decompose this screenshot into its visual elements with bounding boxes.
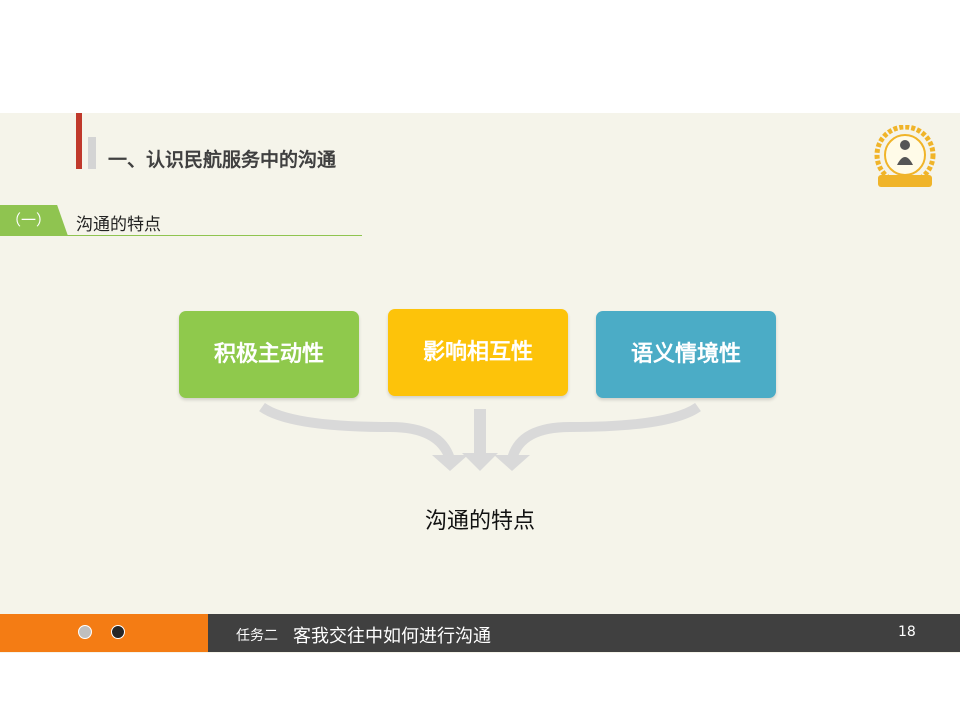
feature-box-proactive: 积极主动性 [179, 311, 359, 398]
slide: 一、认识民航服务中的沟通 （一） 沟通的特点 积极主动性 影响相互性 语义情境性… [0, 113, 960, 653]
title-accent-bar [76, 113, 82, 169]
left-arrow-head [432, 455, 468, 471]
feature-box-mutual-influence: 影响相互性 [388, 309, 568, 396]
section-underline [0, 235, 362, 236]
feature-box-semantic-context: 语义情境性 [596, 311, 776, 398]
slide-title: 一、认识民航服务中的沟通 [108, 149, 337, 171]
section-number-tab: （一） [0, 205, 68, 236]
footer-bar: 任务二 客我交往中如何进行沟通 18 [0, 614, 960, 652]
section-label: 沟通的特点 [76, 215, 161, 235]
center-arrow-head [462, 453, 498, 471]
logo-icon [874, 125, 936, 187]
footer-accent [0, 614, 208, 652]
result-label: 沟通的特点 [424, 509, 535, 534]
converging-arrows [259, 403, 701, 471]
left-curved-arrow [259, 403, 455, 461]
footer-main [208, 614, 960, 652]
footer-task-prefix: 任务二 [236, 628, 278, 644]
right-curved-arrow [507, 403, 701, 461]
page-number: 18 [898, 624, 916, 640]
right-arrow-head [494, 455, 530, 471]
nav-dot-icon [78, 625, 92, 639]
nav-dot-icon [111, 625, 125, 639]
title-accent-bar-gray [88, 137, 96, 169]
center-arrow-shaft [474, 409, 486, 457]
feature-boxes: 积极主动性 影响相互性 语义情境性 [0, 309, 960, 401]
footer-title: 客我交往中如何进行沟通 [293, 626, 491, 647]
